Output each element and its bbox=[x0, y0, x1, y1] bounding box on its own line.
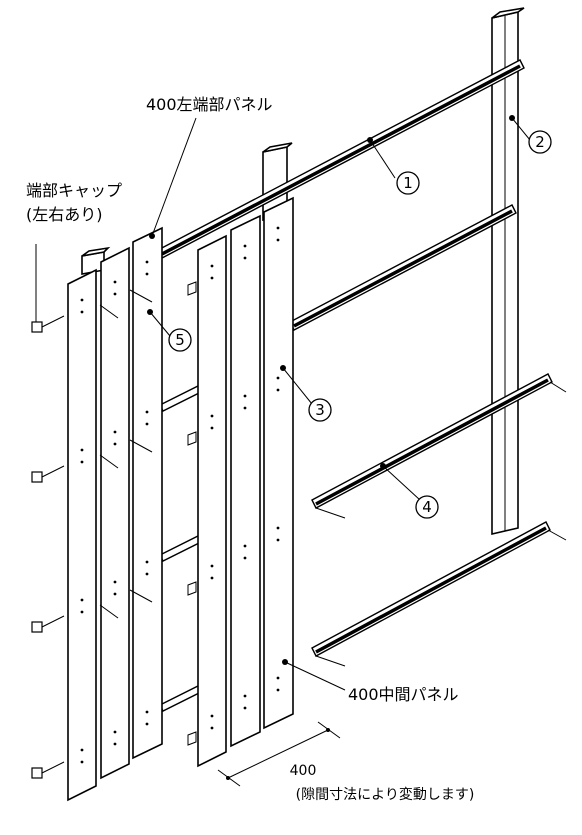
middle-brackets bbox=[187, 281, 197, 746]
rail-3 bbox=[311, 373, 567, 519]
end-cap-note: (左右あり) bbox=[26, 205, 103, 224]
rail-4 bbox=[311, 521, 567, 667]
dimension-value: 400 bbox=[290, 763, 317, 779]
svg-text:3: 3 bbox=[315, 401, 325, 419]
rails bbox=[157, 59, 567, 712]
callout-5: 5 bbox=[168, 328, 192, 352]
middle-panel-group bbox=[197, 196, 294, 768]
svg-text:4: 4 bbox=[422, 498, 432, 516]
left-end-panel-label: 400左端部パネル bbox=[146, 95, 273, 114]
callout-4: 4 bbox=[415, 495, 439, 519]
svg-text:2: 2 bbox=[535, 133, 545, 151]
rail-2 bbox=[289, 204, 517, 331]
middle-panel-label: 400中間パネル bbox=[348, 685, 459, 704]
end-caps bbox=[31, 315, 65, 779]
dimension-note: (隙間寸法により変動します) bbox=[296, 786, 475, 803]
svg-text:5: 5 bbox=[175, 331, 185, 349]
callout-3: 3 bbox=[308, 398, 332, 422]
callout-1: 1 bbox=[396, 171, 420, 195]
left-panel-group bbox=[67, 226, 163, 802]
left-post bbox=[81, 246, 111, 275]
callout-2: 2 bbox=[528, 130, 552, 154]
svg-text:1: 1 bbox=[403, 174, 413, 192]
right-post bbox=[491, 7, 525, 536]
screw-lines bbox=[99, 289, 153, 619]
screw-holes bbox=[80, 226, 280, 764]
end-cap-label: 端部キャップ bbox=[26, 181, 122, 200]
leader-lines bbox=[35, 117, 531, 691]
dimension-line bbox=[217, 721, 341, 787]
